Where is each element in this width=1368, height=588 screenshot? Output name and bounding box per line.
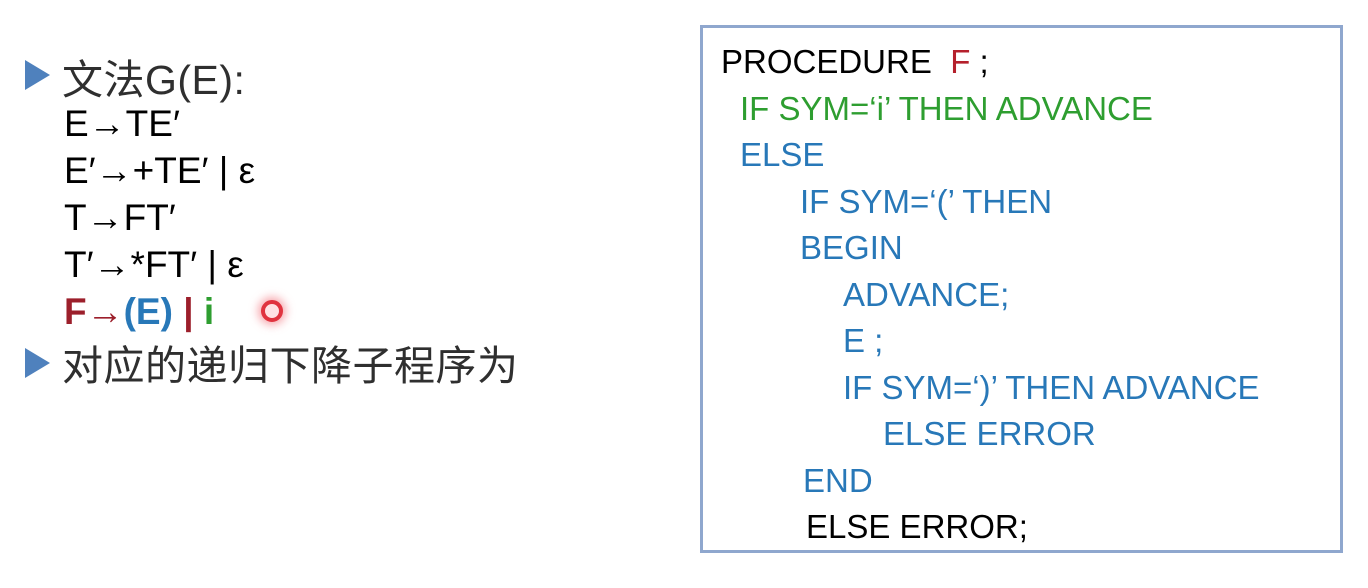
grammar-rule: F→(E) | i	[64, 288, 255, 335]
code-line-segment: IF SYM=‘i’ THEN ADVANCE	[740, 89, 1153, 127]
code-line: ADVANCE;	[703, 272, 1340, 319]
code-line: E ;	[703, 318, 1340, 365]
code-line-segment: F	[950, 43, 971, 80]
grammar-rule-segment: F→	[64, 291, 124, 332]
code-line: ELSE ERROR;	[703, 504, 1340, 551]
code-line-segment: ELSE ERROR	[883, 415, 1096, 452]
laser-pointer-dot	[261, 300, 283, 322]
grammar-rule: E′→+TE′ | ε	[64, 147, 255, 194]
grammar-rule-segment: (E)	[123, 291, 173, 332]
subroutine-heading: 对应的递归下降子程序为	[62, 343, 519, 389]
code-line-segment: ELSE ERROR;	[806, 508, 1028, 545]
code-line: ELSE	[703, 132, 1340, 179]
code-line-segment: PROCEDURE	[721, 43, 951, 80]
code-line-segment: BEGIN	[800, 229, 903, 266]
code-line-segment: E ;	[843, 322, 884, 359]
bullet-triangle-icon	[25, 348, 50, 378]
code-line: IF SYM=‘i’ THEN ADVANCE	[703, 86, 1340, 133]
code-line-segment: ADVANCE;	[843, 275, 1010, 313]
grammar-rule-segment: E→TE′	[64, 103, 180, 144]
code-line: PROCEDURE F ;	[703, 39, 1340, 86]
grammar-rule-segment: i	[203, 291, 215, 332]
grammar-rule-segment: T→FT′	[64, 197, 176, 238]
grammar-rule: T′→*FT′ | ε	[64, 241, 255, 288]
grammar-rule-segment: E′→+TE′ | ε	[64, 150, 256, 191]
grammar-heading: 文法G(E):	[62, 57, 246, 103]
bullet-triangle-icon	[25, 60, 50, 90]
code-line: BEGIN	[703, 225, 1340, 272]
code-line: ELSE ERROR	[703, 411, 1340, 458]
code-line-segment: END	[803, 461, 873, 499]
code-line-segment: IF SYM=‘(’ THEN	[800, 182, 1053, 220]
code-line-segment: ELSE	[740, 136, 825, 173]
code-line: IF SYM=‘)’ THEN ADVANCE	[703, 365, 1340, 412]
grammar-rule: E→TE′	[64, 100, 255, 147]
code-line: END	[703, 458, 1340, 505]
grammar-rule-segment: |	[172, 291, 204, 332]
code-line-segment: ;	[970, 43, 989, 80]
code-line-segment: IF SYM=‘)’ THEN ADVANCE	[843, 368, 1260, 406]
grammar-rule: T→FT′	[64, 194, 255, 241]
grammar-rule-segment: T′→*FT′ | ε	[64, 244, 244, 285]
code-line: IF SYM=‘(’ THEN	[703, 179, 1340, 226]
